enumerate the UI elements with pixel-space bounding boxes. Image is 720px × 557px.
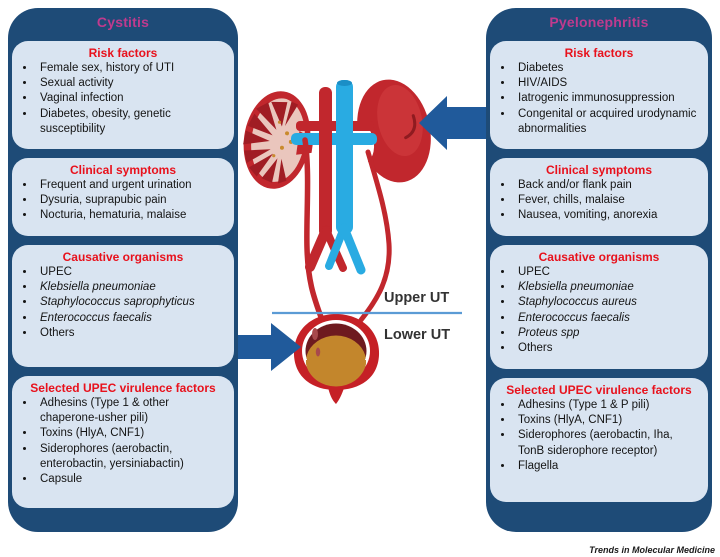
bullet-item: Enterococcus faecalis	[36, 311, 226, 326]
bullet-item: Capsule	[36, 472, 226, 487]
left-kidney-section-icon	[243, 91, 314, 189]
bullet-list: Adhesins (Type 1 & other chaperone-usher…	[20, 396, 226, 487]
bullet-item: Others	[514, 341, 700, 356]
bullet-list: Back and/or flank painFever, chills, mal…	[498, 178, 700, 224]
pyelonephritis-arrow-icon	[419, 96, 495, 150]
journal-credit: Trends in Molecular Medicine	[589, 545, 715, 555]
bullet-item: UPEC	[514, 265, 700, 280]
bullet-item: Proteus spp	[514, 326, 700, 341]
bullet-list: UPECKlebsiella pneumoniaeStaphylococcus …	[498, 265, 700, 356]
bullet-item: Dysuria, suprapubic pain	[36, 193, 226, 208]
pyelonephritis-virulence-factors-box: Selected UPEC virulence factors Adhesins…	[490, 378, 708, 502]
bladder-icon	[293, 314, 380, 404]
bullet-item: Sexual activity	[36, 76, 226, 91]
bullet-item: Staphylococcus saprophyticus	[36, 295, 226, 310]
section-heading: Risk factors	[88, 46, 158, 60]
bullet-item: Flagella	[514, 459, 700, 474]
bullet-item: Enterococcus faecalis	[514, 311, 700, 326]
bullet-item: Adhesins (Type 1 & other chaperone-usher…	[36, 396, 226, 426]
section-heading: Clinical symptoms	[545, 163, 653, 177]
bullet-item: Toxins (HlyA, CNF1)	[514, 413, 700, 428]
pyelonephritis-risk-factors-box: Risk factors DiabetesHIV/AIDSIatrogenic …	[490, 41, 708, 149]
bullet-item: Siderophores (aerobactin, Iha, TonB side…	[514, 428, 700, 458]
bullet-item: Adhesins (Type 1 & P pili)	[514, 398, 700, 413]
cystitis-arrow-icon	[230, 323, 301, 371]
lower-ut-label: Lower UT	[384, 327, 450, 343]
bullet-item: Klebsiella pneumoniae	[514, 280, 700, 295]
section-heading: Clinical symptoms	[69, 163, 177, 177]
cystitis-clinical-symptoms-box: Clinical symptoms Frequent and urgent ur…	[12, 158, 234, 236]
section-heading: Causative organisms	[538, 250, 660, 264]
cystitis-title: Cystitis	[96, 14, 150, 30]
bullet-item: Staphylococcus aureus	[514, 295, 700, 310]
section-heading: Causative organisms	[62, 250, 184, 264]
cystitis-panel: Cystitis Risk factors Female sex, histor…	[8, 8, 238, 532]
bullet-item: Vaginal infection	[36, 91, 226, 106]
bullet-list: Female sex, history of UTISexual activit…	[20, 61, 226, 137]
bullet-list: UPECKlebsiella pneumoniaeStaphylococcus …	[20, 265, 226, 341]
pyelonephritis-title: Pyelonephritis	[549, 14, 649, 30]
renal-artery	[296, 121, 374, 131]
bullet-item: Back and/or flank pain	[514, 178, 700, 193]
bullet-list: Adhesins (Type 1 & P pili)Toxins (HlyA, …	[498, 398, 700, 474]
bullet-item: UPEC	[36, 265, 226, 280]
bullet-item: HIV/AIDS	[514, 76, 700, 91]
bullet-list: Frequent and urgent urinationDysuria, su…	[20, 178, 226, 224]
section-heading: Risk factors	[564, 46, 634, 60]
bullet-item: Siderophores (aerobactin, enterobactin, …	[36, 442, 226, 472]
bullet-item: Diabetes	[514, 61, 700, 76]
bullet-item: Frequent and urgent urination	[36, 178, 226, 193]
left-ureter	[302, 137, 325, 323]
bullet-item: Female sex, history of UTI	[36, 61, 226, 76]
right-ureter	[358, 149, 392, 323]
bullet-item: Congenital or acquired urodynamic abnorm…	[514, 107, 700, 137]
bullet-item: Nausea, vomiting, anorexia	[514, 208, 700, 223]
bullet-item: Iatrogenic immunosuppression	[514, 91, 700, 106]
cystitis-risk-factors-box: Risk factors Female sex, history of UTIS…	[12, 41, 234, 149]
pyelonephritis-causative-organisms-box: Causative organisms UPECKlebsiella pneum…	[490, 245, 708, 369]
bullet-list: DiabetesHIV/AIDSIatrogenic immunosuppres…	[498, 61, 700, 137]
section-heading: Selected UPEC virulence factors	[30, 381, 216, 395]
bullet-item: Others	[36, 326, 226, 341]
bullet-item: Diabetes, obesity, genetic susceptibilit…	[36, 107, 226, 137]
section-heading: Selected UPEC virulence factors	[506, 383, 692, 397]
bullet-item: Nocturia, hematuria, malaise	[36, 208, 226, 223]
upper-ut-label: Upper UT	[384, 290, 449, 306]
vena-cava	[325, 80, 366, 275]
cystitis-causative-organisms-box: Causative organisms UPECKlebsiella pneum…	[12, 245, 234, 367]
pyelonephritis-panel: Pyelonephritis Risk factors DiabetesHIV/…	[486, 8, 712, 532]
bullet-item: Toxins (HlyA, CNF1)	[36, 426, 226, 441]
renal-vein	[291, 133, 377, 145]
pyelonephritis-clinical-symptoms-box: Clinical symptoms Back and/or flank pain…	[490, 158, 708, 236]
cystitis-virulence-factors-box: Selected UPEC virulence factors Adhesins…	[12, 376, 234, 508]
bullet-item: Fever, chills, malaise	[514, 193, 700, 208]
bullet-item: Klebsiella pneumoniae	[36, 280, 226, 295]
